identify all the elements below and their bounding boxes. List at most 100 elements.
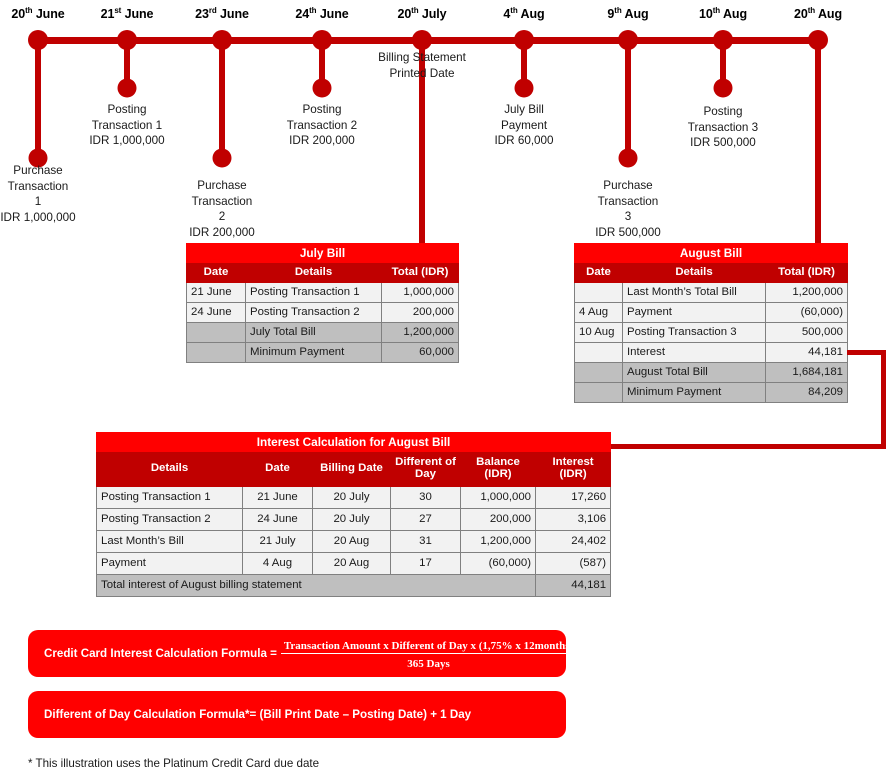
timeline-event-dot-1 [117, 78, 137, 98]
cell-billing-date: 20 Aug [312, 530, 391, 553]
cell-details: Posting Transaction 1 [245, 282, 382, 303]
cell-date [574, 362, 623, 383]
timeline-stem-1 [124, 40, 130, 88]
cell-date: 21 June [186, 282, 246, 303]
timeline-date-6: 9th Aug [607, 6, 649, 22]
cell-total: 1,200,000 [380, 322, 460, 343]
column-header-2: Billing Date [312, 451, 391, 487]
cell-date: 24 June [186, 302, 246, 323]
timeline-stem-4 [419, 40, 425, 245]
column-header-0: Date [574, 262, 623, 283]
timeline-label-line: Purchase [197, 179, 247, 192]
timeline-label-line: IDR 1,000,000 [89, 134, 165, 148]
cell-details: Posting Transaction 3 [622, 322, 766, 343]
column-header-1: Details [245, 262, 382, 283]
cell-days: 17 [390, 552, 461, 575]
timeline-label-line: Posting [302, 103, 342, 116]
cell-total: 84,209 [764, 382, 849, 403]
cell-billing-date: 20 July [312, 508, 391, 531]
cell-total: 60,000 [380, 342, 460, 363]
timeline-date-8: 20th Aug [794, 6, 842, 22]
table-total-row: Total interest of August billing stateme… [96, 574, 612, 597]
cell-details: August Total Bill [622, 362, 766, 383]
timeline-label-line: Transaction 2 [286, 118, 358, 132]
cell-details: Payment [622, 302, 766, 323]
timeline-label-line: Transaction [7, 179, 69, 193]
cell-date [186, 342, 246, 363]
interest-formula-fraction: Transaction Amount x Different of Day x … [280, 636, 577, 672]
interest-formula-denominator: 365 Days [407, 657, 450, 670]
timeline-label-line: Transaction [597, 194, 659, 208]
cell-date: 10 Aug [574, 322, 623, 343]
timeline-event-dot-7 [713, 78, 733, 98]
cell-details: July Total Bill [245, 322, 382, 343]
cell-total: 44,181 [764, 342, 849, 363]
cell-total: 1,200,000 [764, 282, 849, 303]
connector-segment-left [608, 444, 886, 449]
cell-total: (60,000) [764, 302, 849, 323]
connector-segment-right [847, 350, 886, 355]
cell-date: 4 Aug [242, 552, 313, 575]
cell-details: Posting Transaction 2 [96, 508, 243, 531]
timeline-label-line: Printed Date [389, 66, 455, 80]
connector-segment-down [881, 350, 886, 449]
interest-calculation-table: Interest Calculation for August Bill Det… [95, 432, 612, 597]
interest-formula-box: Credit Card Interest Calculation Formula… [28, 630, 577, 677]
cell-billing-date: 20 Aug [312, 552, 391, 575]
interest-formula-label: Credit Card Interest Calculation Formula… [44, 647, 277, 660]
column-header-4: Balance(IDR) [460, 451, 536, 487]
timeline-date-2: 23rd June [195, 6, 249, 22]
cell-balance: 1,000,000 [460, 486, 536, 509]
cell-interest: 3,106 [534, 508, 612, 531]
cell-days: 27 [390, 508, 461, 531]
timeline-stem-8 [815, 40, 821, 245]
cell-total-interest: 44,181 [534, 574, 612, 597]
cell-details: Last Month’s Total Bill [622, 282, 766, 303]
cell-balance: (60,000) [460, 552, 536, 575]
cell-total-label: Total interest of August billing stateme… [96, 574, 536, 597]
timeline-label-line: IDR 200,000 [289, 134, 355, 148]
cell-days: 31 [390, 530, 461, 553]
timeline-event-dot-6 [618, 148, 638, 168]
column-header-2: Total (IDR) [764, 262, 849, 283]
days-formula-box: Different of Day Calculation Formula*= (… [28, 691, 566, 738]
footnote: * This illustration uses the Platinum Cr… [28, 757, 320, 770]
cell-details: Minimum Payment [622, 382, 766, 403]
cell-date [186, 322, 246, 343]
column-header-1: Date [242, 451, 313, 487]
timeline-label-line: IDR 60,000 [494, 134, 554, 148]
interest-formula-numerator: Transaction Amount x Different of Day x … [280, 639, 577, 654]
timeline-label-line: 1 [34, 195, 42, 209]
cell-date: 4 Aug [574, 302, 623, 323]
cell-billing-date: 20 July [312, 486, 391, 509]
timeline-stem-2 [219, 40, 225, 160]
days-formula-text: Different of Day Calculation Formula*= (… [44, 708, 472, 721]
timeline-date-0: 20th June [11, 6, 65, 22]
cell-details: Posting Transaction 2 [245, 302, 382, 323]
july-bill-title: July Bill [185, 243, 460, 263]
timeline-label-line: Purchase [13, 164, 63, 177]
timeline-label-line: 3 [624, 210, 632, 224]
cell-days: 30 [390, 486, 461, 509]
timeline-label-line: 2 [218, 210, 226, 224]
august-bill-title: August Bill [573, 243, 849, 263]
cell-balance: 200,000 [460, 508, 536, 531]
